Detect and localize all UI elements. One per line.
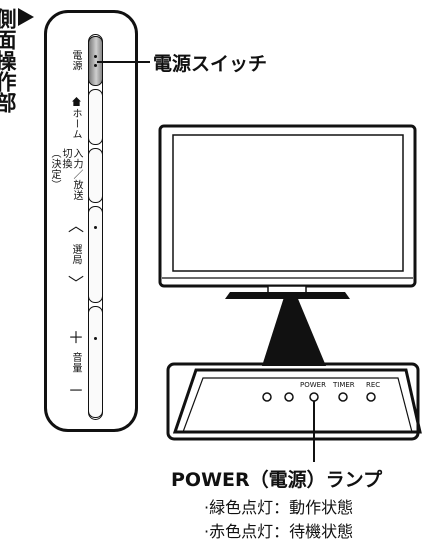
zoom-cone	[262, 294, 326, 366]
lamp-panel-outline	[172, 368, 422, 434]
input-button[interactable]	[88, 148, 103, 203]
sensor-circle	[262, 392, 272, 402]
side-panel-title: 側面操作部	[0, 8, 34, 113]
tv-screen	[172, 134, 404, 272]
rec-lamp	[366, 392, 376, 402]
volume-button[interactable]	[88, 306, 103, 418]
power-lamp	[309, 392, 319, 402]
power-button-label: 電源	[70, 50, 81, 71]
home-button-label: ホーム	[70, 108, 81, 140]
sensor-circle	[284, 392, 294, 402]
channel-button[interactable]	[88, 206, 103, 303]
volume-down-icon: －	[68, 381, 85, 400]
input-button-label-line3: （決定）	[49, 148, 60, 190]
red-lamp-note: ·赤色点灯：待機状態	[204, 522, 354, 541]
timer-lamp	[338, 392, 348, 402]
power-button-dot	[94, 64, 97, 67]
power-switch-callout: 電源スイッチ	[153, 53, 268, 75]
power-lamp-label: POWER	[300, 381, 326, 389]
rec-lamp-label: REC	[366, 381, 381, 389]
channel-down-icon: ﹀	[68, 274, 85, 293]
channel-up-icon: ︿	[68, 216, 85, 235]
home-icon	[72, 97, 81, 106]
volume-button-dot	[94, 337, 97, 340]
input-button-label-line2: 切換	[60, 148, 71, 169]
channel-button-dot	[94, 226, 97, 229]
channel-button-label: 選局	[70, 244, 81, 265]
green-lamp-note: ·緑色点灯：動作状態	[204, 498, 354, 517]
lamp-panel-frame	[166, 362, 420, 441]
power-button-dot	[94, 55, 97, 58]
timer-lamp-label: TIMER	[333, 381, 355, 389]
input-button-label-line1: 入力／放送	[71, 148, 82, 201]
home-button[interactable]	[88, 89, 103, 145]
pointer-triangle-icon	[18, 8, 34, 26]
side-panel-title-text: 側面操作部	[0, 8, 17, 113]
power-lamp-callout: POWER（電源）ランプ	[171, 469, 383, 491]
volume-up-icon: ＋	[68, 328, 85, 347]
volume-button-label: 音量	[70, 352, 81, 373]
